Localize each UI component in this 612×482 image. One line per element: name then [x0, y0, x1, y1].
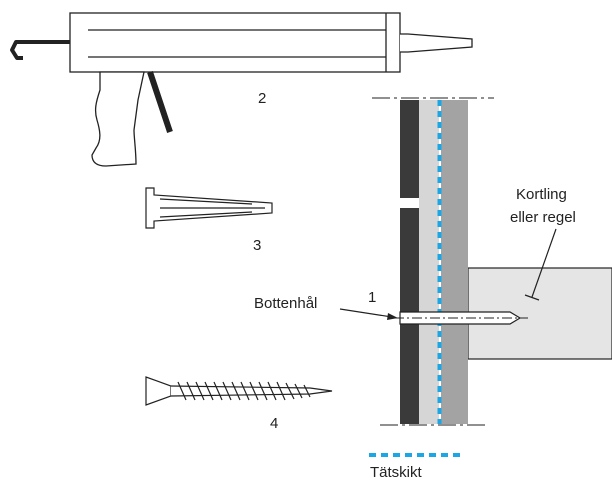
gun-barrel — [69, 12, 401, 73]
gun-handle — [91, 71, 145, 167]
label-plug-number: 3 — [253, 237, 261, 254]
leader-bottenhal — [339, 308, 398, 320]
drill-bit-body — [399, 311, 522, 325]
wall-layer-mid — [441, 100, 468, 424]
drill-bit-illustration — [394, 311, 528, 325]
plug-slot — [159, 211, 253, 218]
plug-slot — [159, 198, 253, 205]
screw-thread — [177, 381, 311, 401]
gun-trigger — [147, 71, 173, 133]
label-screw-number: 4 — [270, 415, 278, 432]
gun-rod-hook — [10, 40, 70, 60]
screw-head — [145, 376, 172, 406]
label-beam-line2: eller regel — [510, 209, 576, 226]
screw-illustration — [145, 376, 333, 406]
wall-layer-dark-upper — [400, 100, 419, 198]
wall-plug-illustration — [145, 187, 273, 229]
caulking-gun-illustration — [10, 12, 473, 167]
wall-section — [372, 97, 612, 426]
wall-layer-light — [419, 100, 439, 424]
label-bottenhal: Bottenhål — [254, 295, 317, 312]
leader-beam — [524, 228, 557, 301]
label-drill-number: 1 — [368, 289, 376, 306]
label-gun-number: 2 — [258, 90, 266, 107]
screw-shank — [170, 385, 333, 397]
legend-membrane-label: Tätskikt — [370, 464, 423, 481]
gun-nozzle — [400, 33, 473, 53]
label-beam-line1: Kortling — [516, 186, 567, 203]
